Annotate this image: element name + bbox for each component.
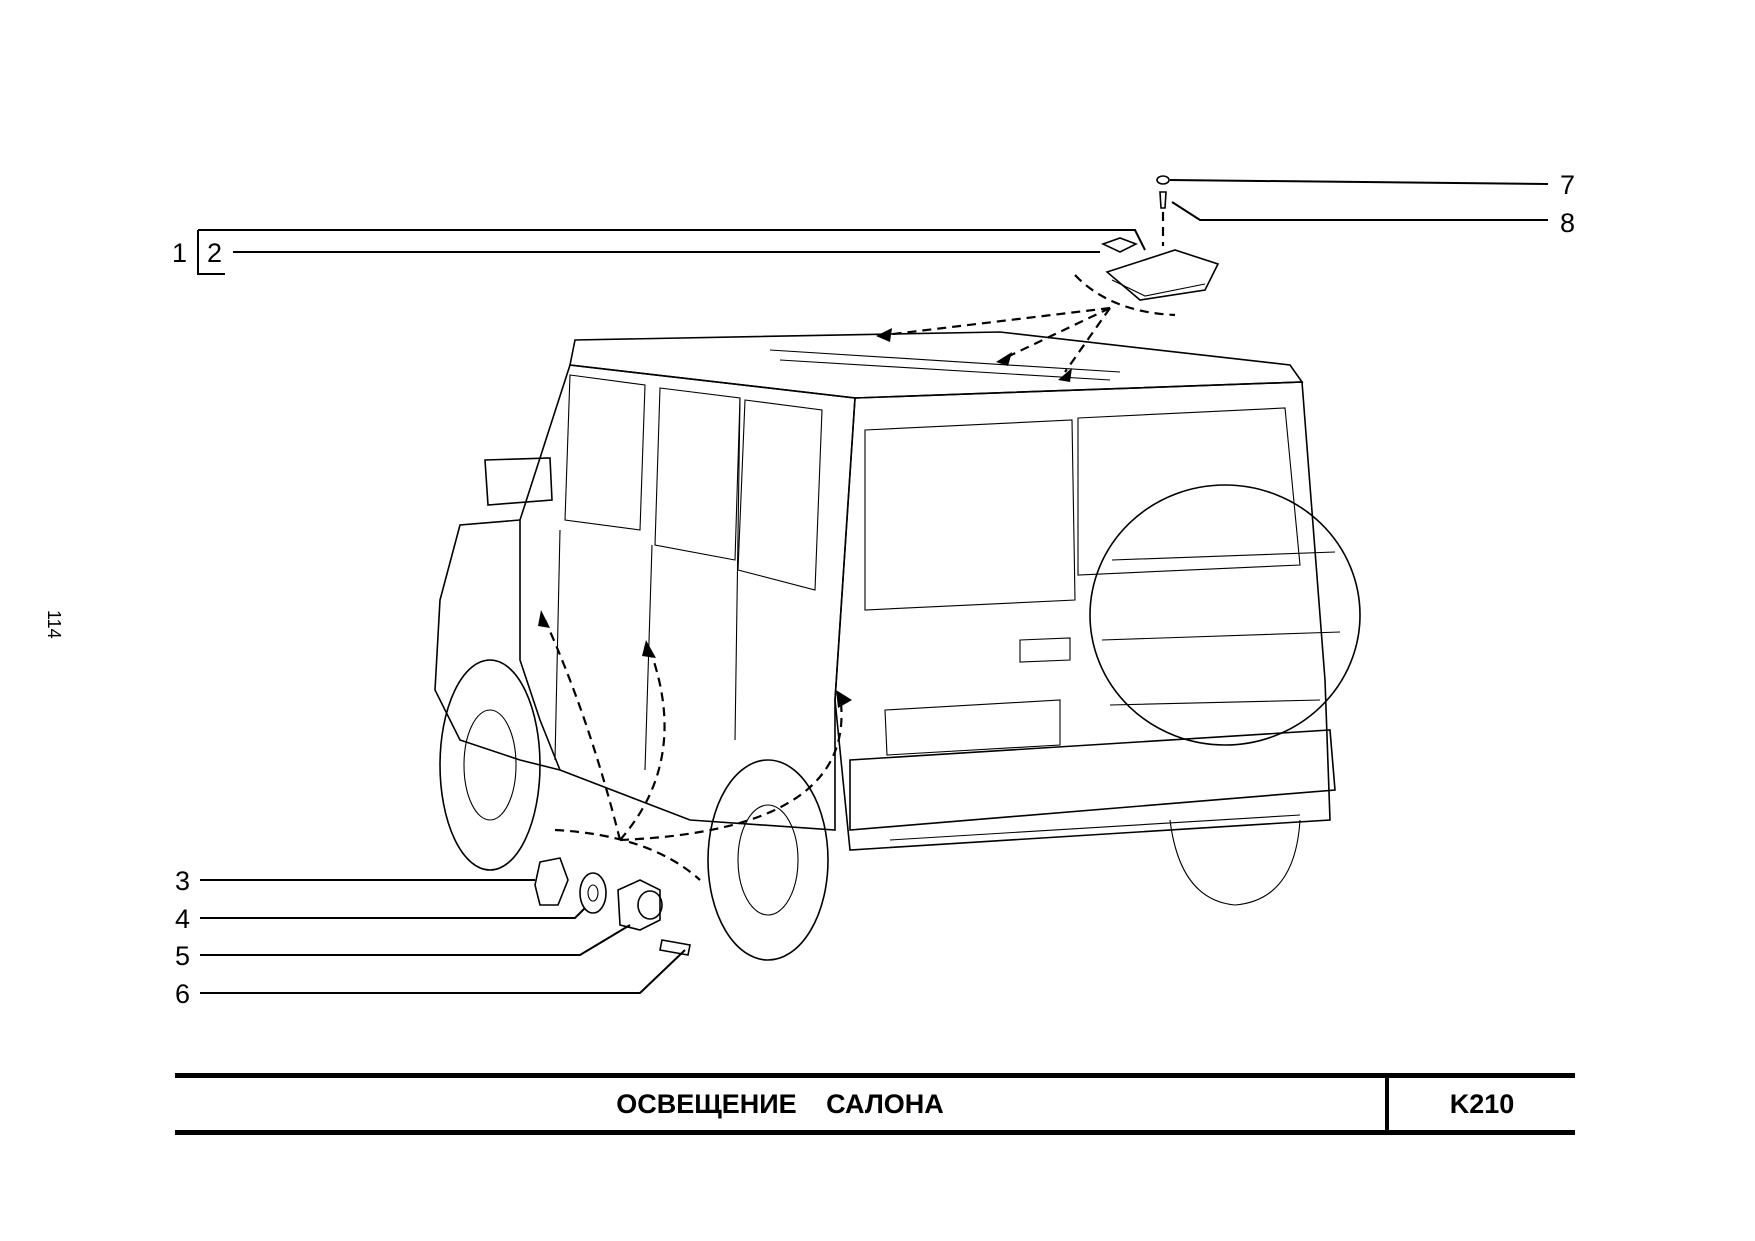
callout-5: 5 xyxy=(175,941,191,971)
vehicle-outline xyxy=(434,331,1336,851)
roof-lamp xyxy=(1074,175,1220,317)
leader-8 xyxy=(1171,201,1548,221)
page-title: ОСВЕЩЕНИЕ САЛОНА xyxy=(175,1078,1389,1130)
arrow-head-d xyxy=(538,610,550,628)
wheels xyxy=(439,659,1301,961)
callout-2: 2 xyxy=(207,238,223,268)
leader-5 xyxy=(200,924,631,956)
callout-4: 4 xyxy=(175,904,191,934)
leader-1 xyxy=(197,229,1146,275)
leader-6 xyxy=(200,949,686,994)
title-bar: ОСВЕЩЕНИЕ САЛОНА K210 xyxy=(175,1073,1575,1135)
spare-wheel xyxy=(1089,484,1361,746)
arrow-head-f xyxy=(836,690,852,708)
arrow-head-b xyxy=(996,352,1012,366)
callout-3: 3 xyxy=(175,866,191,896)
leader-lines xyxy=(197,179,1549,994)
arrow-head-e xyxy=(642,640,656,658)
callout-6: 6 xyxy=(175,979,191,1009)
door-switch-parts xyxy=(534,857,691,956)
callout-8: 8 xyxy=(1560,208,1576,238)
arrow-head-a xyxy=(876,328,892,342)
callout-1: 1 xyxy=(172,238,188,268)
leader-7 xyxy=(1169,179,1549,185)
callout-7: 7 xyxy=(1560,170,1576,200)
arrow-head-c xyxy=(1058,368,1072,382)
indication-arrows xyxy=(538,306,1111,881)
leader-4 xyxy=(200,907,586,919)
page-number: 114 xyxy=(44,610,64,639)
section-code: K210 xyxy=(1449,1088,1515,1119)
